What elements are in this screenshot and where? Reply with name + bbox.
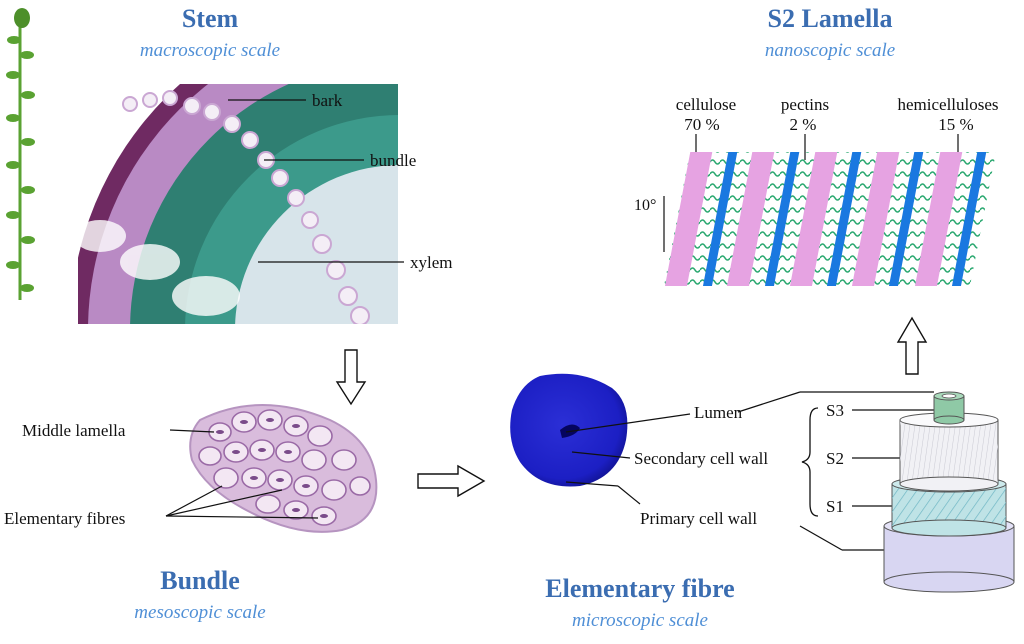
svg-text:10°: 10° xyxy=(634,197,656,214)
svg-text:Elementary fibres: Elementary fibres xyxy=(4,509,125,528)
fibre-label-primary-wall: Primary cell wall xyxy=(565,481,902,551)
fibre-title: Elementary fibre xyxy=(545,574,735,603)
svg-text:S2: S2 xyxy=(826,449,844,468)
svg-text:Primary cell wall: Primary cell wall xyxy=(640,509,757,528)
bundle-title: Bundle xyxy=(160,566,240,595)
bundle-label-middle-lamella: Middle lamella xyxy=(22,421,215,440)
bundle-scale: mesoscopic scale xyxy=(134,602,266,623)
stem-label-bark: bark xyxy=(228,91,343,110)
svg-text:cellulose: cellulose xyxy=(676,95,736,114)
svg-text:70 %: 70 % xyxy=(684,115,719,134)
lamella-scale: nanoscopic scale xyxy=(764,40,896,61)
layer-label-s1: S1 xyxy=(826,497,896,516)
svg-text:Lumen: Lumen xyxy=(694,403,743,422)
svg-text:pectins: pectins xyxy=(781,95,829,114)
lamella-title: S2 Lamella xyxy=(767,4,893,33)
layer-label-s2: S2 xyxy=(826,449,904,468)
fibre-label-lumen: Lumen xyxy=(565,391,934,433)
plant-sprig-illustration xyxy=(6,8,35,300)
arrow-right-icon xyxy=(417,464,486,498)
stem-title: Stem xyxy=(181,4,239,33)
svg-text:2 %: 2 % xyxy=(790,115,817,134)
cell-wall-cylinder-model xyxy=(883,391,1015,593)
svg-text:bundle: bundle xyxy=(370,151,416,170)
lamella-label-hemicelluloses: hemicelluloses 15 % xyxy=(897,95,999,160)
svg-text:bark: bark xyxy=(312,91,343,110)
lamella-label-pectins: pectins 2 % xyxy=(781,95,829,160)
stem-scale: macroscopic scale xyxy=(139,40,281,61)
svg-text:Middle lamella: Middle lamella xyxy=(22,421,126,440)
cell-wall-layer-brace xyxy=(801,407,819,517)
stem-label-xylem: xylem xyxy=(258,253,453,272)
svg-text:S3: S3 xyxy=(826,401,844,420)
lamella-microfibril-diagram xyxy=(664,152,996,286)
bundle-cross-section-image xyxy=(189,404,378,533)
fibre-scale: microscopic scale xyxy=(572,610,708,631)
fibre-label-secondary-wall: Secondary cell wall xyxy=(571,449,768,468)
svg-text:xylem: xylem xyxy=(410,253,453,272)
svg-text:15 %: 15 % xyxy=(938,115,973,134)
lamella-label-cellulose: cellulose 70 % xyxy=(676,95,736,160)
stem-label-bundle: bundle xyxy=(264,151,416,170)
layer-label-s3: S3 xyxy=(826,401,938,420)
arrow-down-icon xyxy=(335,349,367,406)
svg-text:hemicelluloses: hemicelluloses xyxy=(897,95,998,114)
bundle-label-elementary-fibres: Elementary fibres xyxy=(4,485,319,528)
svg-text:S1: S1 xyxy=(826,497,844,516)
fibre-cross-section-image xyxy=(510,373,628,487)
arrow-up-icon xyxy=(896,316,928,375)
stem-cross-section-image xyxy=(78,84,398,324)
lamella-angle-indicator: 10° xyxy=(634,196,665,252)
svg-text:Secondary cell wall: Secondary cell wall xyxy=(634,449,768,468)
